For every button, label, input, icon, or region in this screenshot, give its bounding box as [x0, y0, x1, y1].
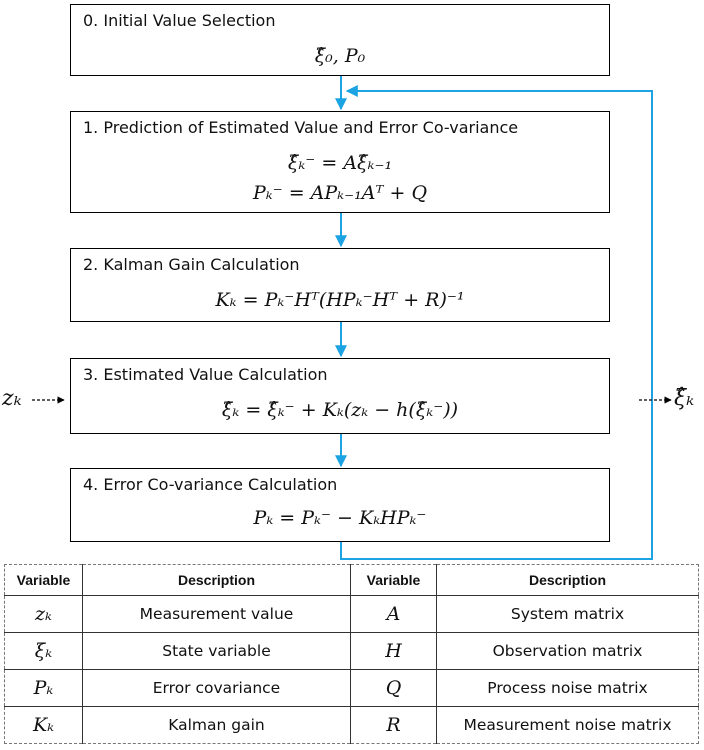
flow-arrows: [32, 76, 672, 560]
variable-symbol: zₖ: [4, 595, 83, 633]
variable-description: State variable: [82, 632, 351, 670]
output-label: ξ̂ₖ: [674, 386, 695, 411]
step1-box: 1. Prediction of Estimated Value and Err…: [70, 111, 610, 213]
step0-box: 0. Initial Value Selection ξ̂₀, P₀: [70, 4, 610, 76]
feedback-loop-arrow: [340, 85, 653, 560]
table-row: ξₖ State variable H Observation matrix: [4, 632, 699, 670]
variable-symbol: Pₖ: [4, 669, 83, 707]
step0-title: 0. Initial Value Selection: [83, 11, 276, 30]
variable-symbol: R: [350, 706, 437, 744]
variable-description: Measurement value: [82, 595, 351, 633]
variable-symbol: Q: [350, 669, 437, 707]
table-header-row: Variable Description Variable Descriptio…: [4, 564, 699, 596]
variable-symbol: A: [350, 595, 437, 633]
variable-description: Error covariance: [82, 669, 351, 707]
input-label: zₖ: [2, 386, 22, 411]
step3-title: 3. Estimated Value Calculation: [83, 365, 328, 384]
step0-equation: ξ̂₀, P₀: [314, 45, 366, 67]
step2-title: 2. Kalman Gain Calculation: [83, 255, 300, 274]
step3-equation: ξ̂ₖ = ξ̂ₖ⁻ + Kₖ(zₖ − h(ξ̂ₖ⁻)): [221, 399, 459, 421]
step1-title: 1. Prediction of Estimated Value and Err…: [83, 118, 519, 137]
step1-equation-1: ξ̂ₖ⁻ = Aξ̂ₖ₋₁: [287, 152, 393, 174]
variable-symbol: ξₖ: [4, 632, 83, 670]
step3-box: 3. Estimated Value Calculation ξ̂ₖ = ξ̂ₖ…: [70, 358, 610, 434]
step4-title: 4. Error Co-variance Calculation: [83, 475, 338, 494]
variable-description: System matrix: [436, 595, 699, 633]
variable-table: Variable Description Variable Descriptio…: [4, 564, 699, 744]
header-variable-1: Variable: [4, 564, 83, 596]
header-description-1: Description: [82, 564, 351, 596]
table-row: Kₖ Kalman gain R Measurement noise matri…: [4, 706, 699, 744]
variable-symbol: Kₖ: [4, 706, 83, 744]
step2-box: 2. Kalman Gain Calculation Kₖ = Pₖ⁻Hᵀ(HP…: [70, 248, 610, 322]
variable-description: Process noise matrix: [436, 669, 699, 707]
header-variable-2: Variable: [350, 564, 437, 596]
variable-symbol: H: [350, 632, 437, 670]
step4-box: 4. Error Co-variance Calculation Pₖ = Pₖ…: [70, 468, 610, 542]
step4-equation: Pₖ = Pₖ⁻ − KₖHPₖ⁻: [253, 507, 427, 529]
step2-equation: Kₖ = Pₖ⁻Hᵀ(HPₖ⁻Hᵀ + R)⁻¹: [215, 289, 465, 311]
variable-description: Measurement noise matrix: [436, 706, 699, 744]
variable-description: Observation matrix: [436, 632, 699, 670]
table-row: zₖ Measurement value A System matrix: [4, 595, 699, 633]
table-row: Pₖ Error covariance Q Process noise matr…: [4, 669, 699, 707]
variable-description: Kalman gain: [82, 706, 351, 744]
header-description-2: Description: [436, 564, 699, 596]
step1-equation-2: Pₖ⁻ = APₖ₋₁Aᵀ + Q: [252, 182, 428, 204]
